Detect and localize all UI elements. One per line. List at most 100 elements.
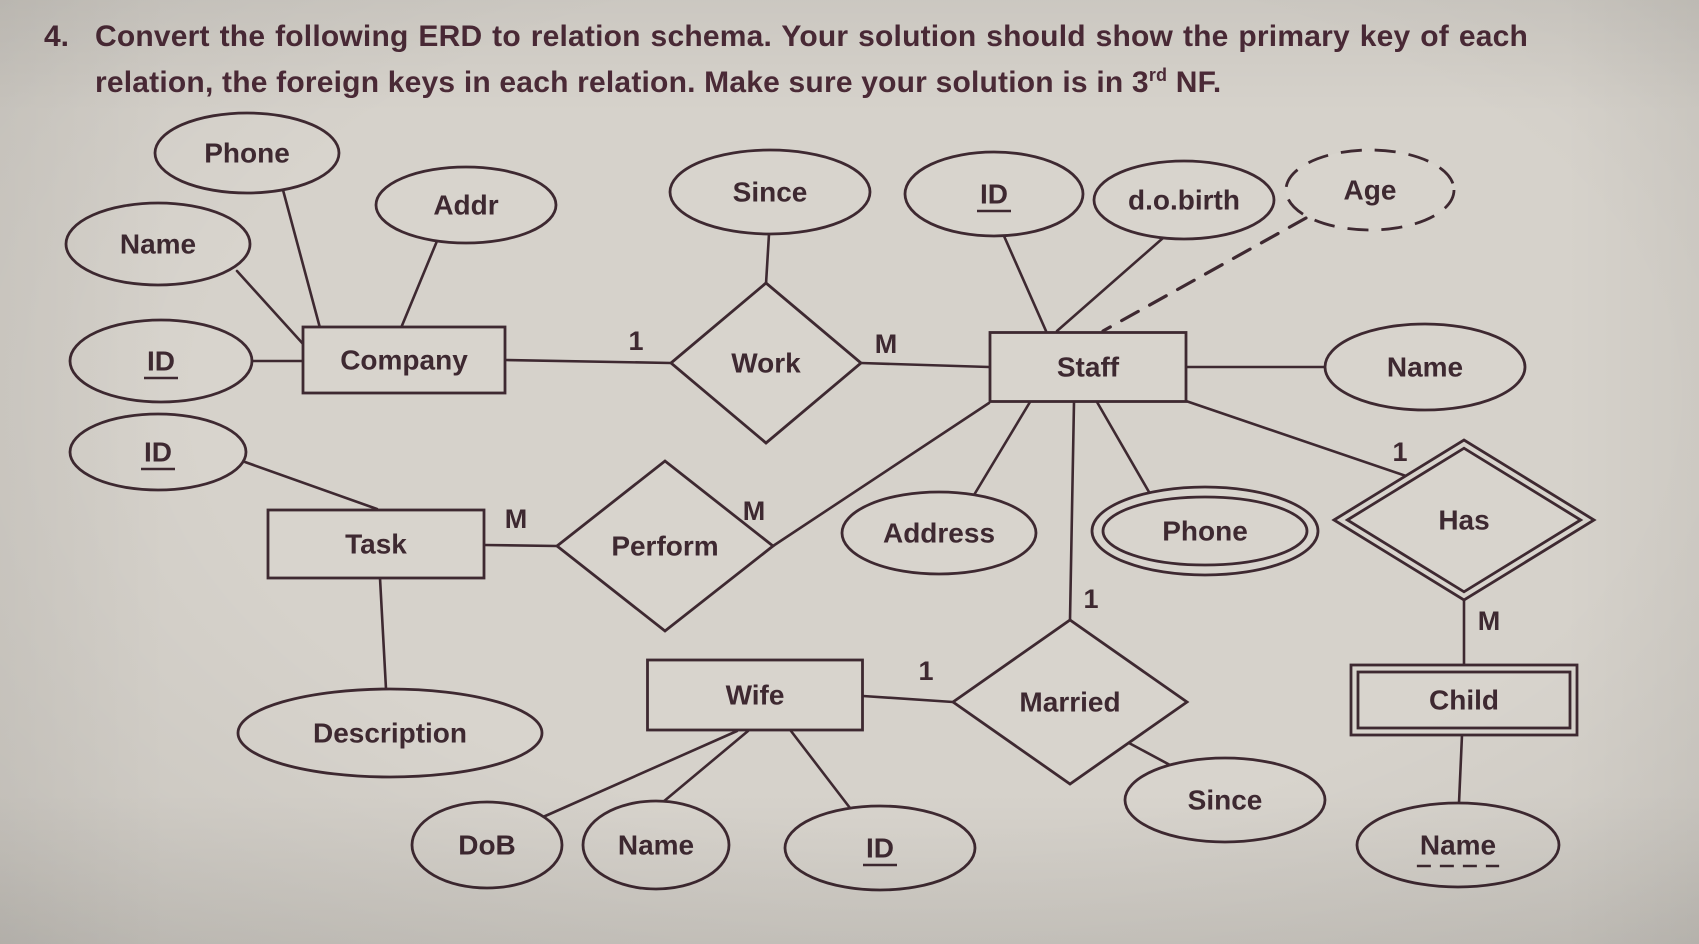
connector-line bbox=[243, 460, 379, 511]
cardinality-label: M bbox=[505, 504, 528, 534]
node-label: Name bbox=[618, 830, 694, 861]
node-label: Name bbox=[120, 229, 196, 260]
node-label: Child bbox=[1429, 685, 1499, 716]
edge-work-staff: M bbox=[859, 329, 991, 369]
attribute-name-child: Name bbox=[1355, 801, 1561, 889]
edge-dobirth-staff bbox=[1055, 236, 1165, 333]
relationship-perform: Perform bbox=[554, 459, 776, 633]
cardinality-label: M bbox=[743, 496, 766, 526]
node-label: DoB bbox=[458, 830, 516, 861]
edge-age-staff bbox=[1101, 216, 1308, 333]
entity-inner-box bbox=[1356, 670, 1572, 730]
node-label: Address bbox=[883, 518, 995, 549]
entity-staff: Staff bbox=[988, 331, 1188, 403]
node-label: Has bbox=[1438, 505, 1489, 536]
connector-line bbox=[1068, 400, 1076, 622]
attribute-ellipse bbox=[1323, 322, 1527, 412]
edge-phone-company bbox=[281, 188, 322, 330]
edge-wife-name bbox=[661, 729, 750, 804]
edge-staff-phone bbox=[1095, 400, 1151, 494]
connector-line bbox=[661, 729, 750, 804]
cardinality-label: 1 bbox=[1392, 437, 1407, 467]
edge-staff-married: 1 bbox=[1068, 400, 1099, 622]
edge-since-work bbox=[764, 232, 771, 286]
attribute-name-wife: Name bbox=[581, 799, 731, 891]
attribute-addr-company: Addr bbox=[374, 165, 558, 245]
attribute-multivalued-phone-staff: Phone bbox=[1090, 485, 1320, 577]
attribute-ellipse bbox=[840, 490, 1038, 576]
attribute-since-married: Since bbox=[1123, 756, 1327, 844]
edge-perform-staff: M bbox=[743, 401, 991, 548]
edge-idstaff-staff bbox=[1002, 234, 1048, 333]
question-line-2-end: NF. bbox=[1167, 66, 1222, 99]
node-label: Name bbox=[1387, 352, 1463, 383]
edge-child-name bbox=[1457, 733, 1464, 805]
question-number: 4. bbox=[44, 20, 70, 53]
edge-staff-address bbox=[972, 400, 1032, 497]
relationship-diamond bbox=[668, 281, 864, 445]
relationship-inner-diamond bbox=[1344, 446, 1584, 594]
cardinality-label: 1 bbox=[628, 326, 643, 356]
connector-line bbox=[235, 269, 306, 347]
node-label: Task bbox=[345, 529, 407, 560]
question-line-2-text: relation, the foreign keys in each relat… bbox=[95, 66, 1149, 99]
attribute-id-staff: ID bbox=[903, 150, 1085, 238]
attribute-ellipse bbox=[153, 111, 341, 195]
edge-idtask-task bbox=[243, 460, 379, 511]
attribute-ellipse bbox=[783, 804, 977, 892]
connector-line bbox=[1184, 399, 1408, 478]
connector-line bbox=[789, 729, 852, 810]
edge-has-child: M bbox=[1462, 598, 1501, 667]
node-label: d.o.birth bbox=[1128, 185, 1240, 216]
node-label: Age bbox=[1344, 175, 1397, 206]
edge-company-work: 1 bbox=[504, 326, 673, 365]
connector-line bbox=[399, 239, 439, 330]
node-label: Wife bbox=[726, 680, 785, 711]
edge-name-company bbox=[235, 269, 306, 347]
node-label: Work bbox=[731, 348, 801, 379]
attribute-inner-ellipse bbox=[1101, 495, 1309, 567]
connector-line bbox=[504, 358, 673, 365]
node-label: Company bbox=[340, 345, 468, 376]
edge-addr-company bbox=[399, 239, 439, 330]
node-label: Phone bbox=[204, 138, 290, 169]
attribute-name-staff: Name bbox=[1323, 322, 1527, 412]
connector-line bbox=[281, 188, 322, 330]
entity-weak-child: Child bbox=[1349, 663, 1579, 737]
connector-line bbox=[1095, 400, 1151, 494]
attribute-dob-wife: DoB bbox=[410, 800, 564, 890]
attribute-dobirth-staff: d.o.birth bbox=[1092, 159, 1276, 241]
edge-wife-id bbox=[789, 729, 852, 810]
entity-task: Task bbox=[266, 508, 486, 580]
entity-company: Company bbox=[301, 325, 507, 395]
attribute-ellipse bbox=[903, 150, 1085, 238]
node-label: ID bbox=[144, 437, 172, 468]
attribute-ellipse bbox=[236, 687, 544, 779]
connector-line bbox=[1101, 216, 1308, 333]
entity-box bbox=[301, 325, 507, 395]
node-label: Addr bbox=[433, 190, 498, 221]
entity-wife: Wife bbox=[646, 658, 864, 732]
edge-staff-has: 1 bbox=[1184, 399, 1408, 478]
cardinality-label: M bbox=[1478, 606, 1501, 636]
node-label: Perform bbox=[611, 531, 718, 562]
attribute-ellipse bbox=[410, 800, 564, 890]
connector-line bbox=[861, 694, 955, 704]
cardinality-label: 1 bbox=[1083, 584, 1098, 614]
edge-wife-married: 1 bbox=[861, 656, 955, 704]
question-line-2: relation, the foreign keys in each relat… bbox=[95, 65, 1595, 100]
node-label: Since bbox=[1188, 785, 1263, 816]
entity-box bbox=[988, 331, 1188, 403]
connector-line bbox=[859, 361, 991, 369]
attribute-id-wife: ID bbox=[783, 804, 977, 892]
connector-line bbox=[482, 543, 559, 548]
cardinality-label: M bbox=[875, 329, 898, 359]
attribute-ellipse bbox=[68, 412, 248, 492]
attribute-ellipse bbox=[1284, 148, 1456, 232]
attribute-description-task: Description bbox=[236, 687, 544, 779]
node-label: Since bbox=[733, 177, 808, 208]
attribute-ellipse bbox=[581, 799, 731, 891]
connector-line bbox=[1055, 236, 1165, 333]
attribute-ellipse bbox=[668, 148, 872, 236]
